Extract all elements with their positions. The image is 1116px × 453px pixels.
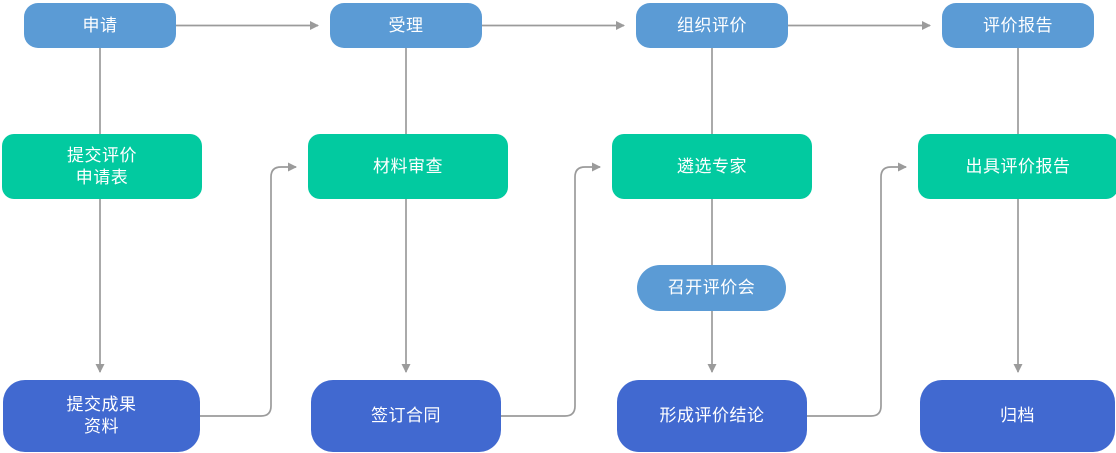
node-select-experts[interactable]: 遴选专家 bbox=[612, 134, 812, 199]
node-hold-evaluation-meeting[interactable]: 召开评价会 bbox=[637, 265, 786, 311]
node-material-review[interactable]: 材料审查 bbox=[308, 134, 508, 199]
node-submit-achievement-materials[interactable]: 提交成果 资料 bbox=[3, 380, 200, 452]
edge-submit-materials-to-material-review bbox=[200, 162, 297, 417]
node-sign-contract[interactable]: 签订合同 bbox=[311, 380, 501, 452]
node-accept[interactable]: 受理 bbox=[330, 3, 482, 48]
node-organize-evaluation[interactable]: 组织评价 bbox=[636, 3, 788, 48]
edge-conclusion-to-issue-report bbox=[807, 162, 907, 417]
node-evaluation-report[interactable]: 评价报告 bbox=[942, 3, 1094, 48]
node-form-evaluation-conclusion[interactable]: 形成评价结论 bbox=[617, 380, 807, 452]
edge-sign-contract-to-select-experts bbox=[501, 162, 601, 417]
node-issue-evaluation-report[interactable]: 出具评价报告 bbox=[918, 134, 1116, 199]
node-archive[interactable]: 归档 bbox=[920, 380, 1115, 452]
node-submit-application-form[interactable]: 提交评价 申请表 bbox=[2, 134, 202, 199]
node-apply[interactable]: 申请 bbox=[24, 3, 176, 48]
